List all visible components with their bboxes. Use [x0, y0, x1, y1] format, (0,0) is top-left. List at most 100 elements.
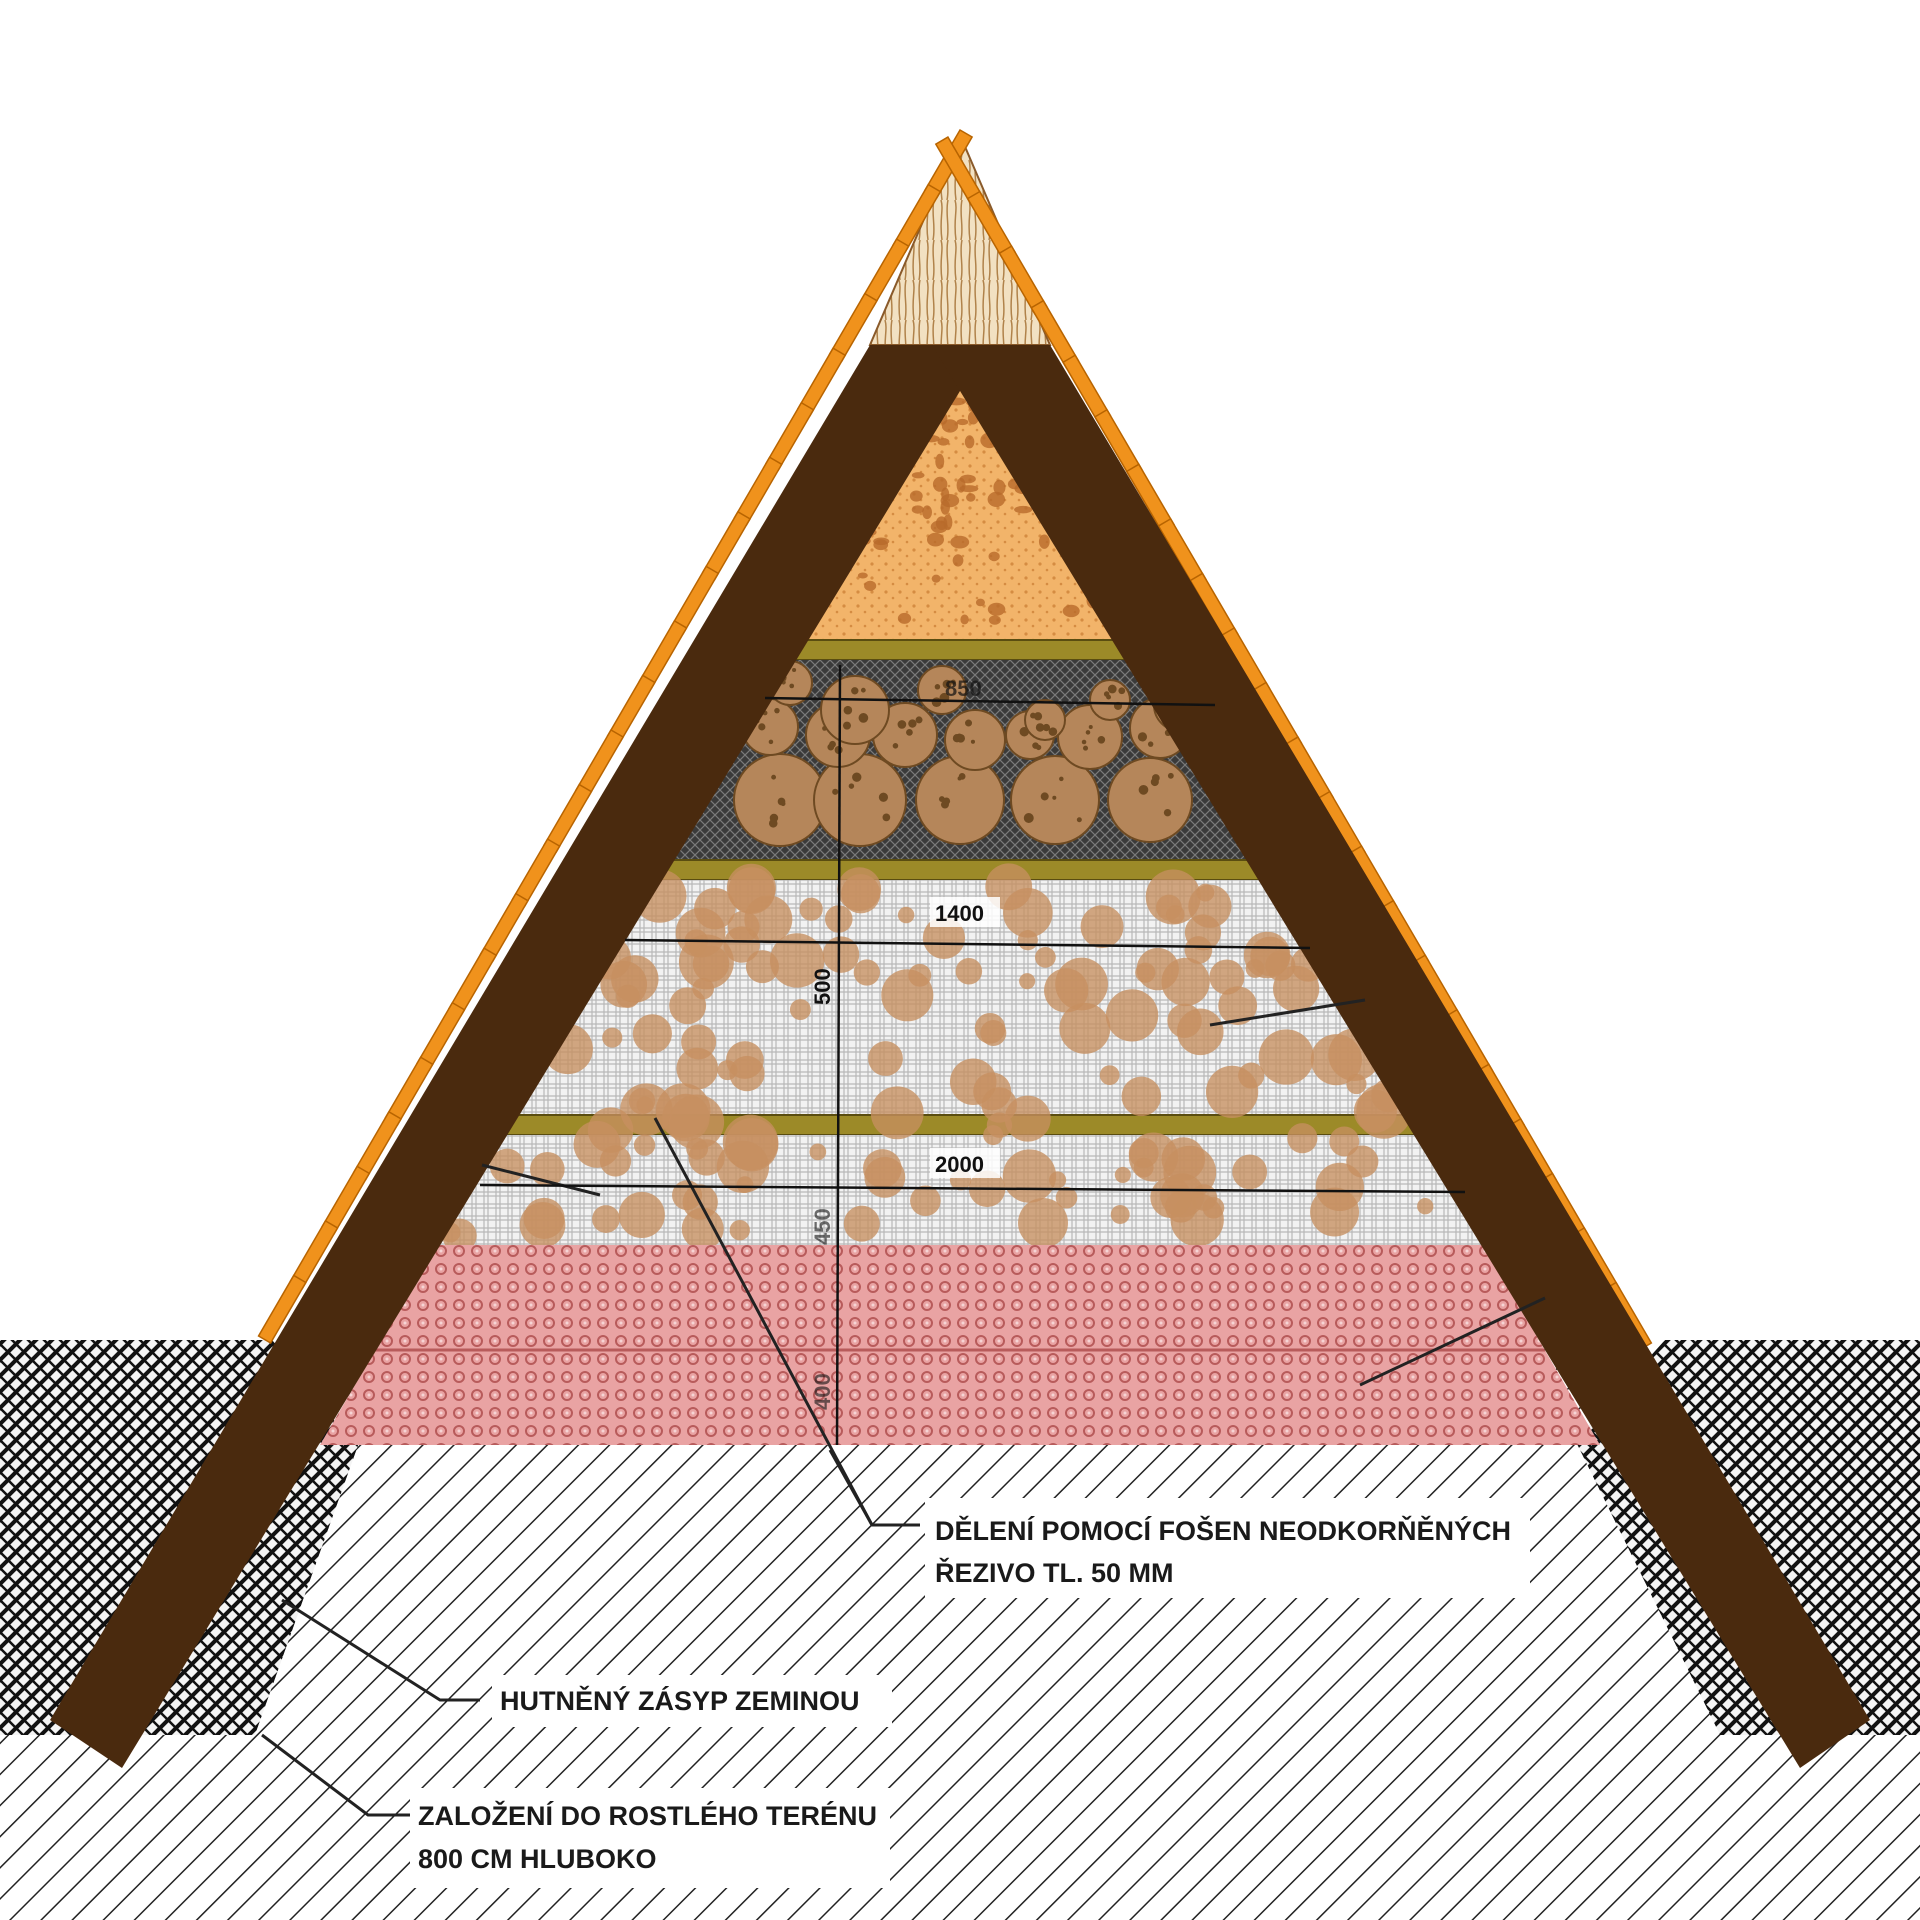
log-hole — [852, 772, 862, 782]
log-hole — [851, 687, 859, 695]
top-fill-blob — [909, 490, 923, 502]
log-hole — [1052, 795, 1057, 800]
top-fill-blob — [950, 535, 970, 549]
pebble — [837, 867, 882, 912]
log-hole — [915, 716, 923, 724]
pebble — [1110, 1205, 1130, 1225]
pebble — [736, 1176, 754, 1194]
pebble — [632, 1014, 672, 1054]
log-hole — [842, 721, 851, 730]
dimension-width-mid: 1400 — [935, 901, 984, 926]
pebble — [1105, 989, 1159, 1042]
pebble — [618, 1191, 665, 1239]
log-hole — [848, 783, 855, 789]
log-hole — [774, 707, 780, 714]
log-hole — [829, 740, 836, 748]
log-hole — [892, 743, 899, 749]
callout-division: DĚLENÍ POMOCÍ FOŠEN NEODKORŇĚNÝCH ŘEZIVO… — [925, 1498, 1530, 1598]
pebble — [799, 897, 823, 921]
top-fill-blob — [864, 580, 877, 591]
callout-foundation-line2: 800 CM HLUBOKO — [418, 1844, 657, 1874]
top-fill-blob — [937, 437, 950, 446]
top-fill-blob — [931, 574, 941, 583]
dimension-width-low: 2000 — [935, 1152, 984, 1177]
log-hole — [908, 719, 917, 728]
pebble — [870, 1086, 924, 1140]
callout-division-line1: DĚLENÍ POMOCÍ FOŠEN NEODKORŇĚNÝCH — [935, 1515, 1511, 1546]
pebble — [1055, 1186, 1078, 1209]
leader-lines — [261, 998, 1546, 1817]
log-hole — [858, 713, 869, 723]
log-hole — [1048, 727, 1058, 736]
top-fill-blob — [987, 602, 1006, 616]
pebble — [986, 1112, 1013, 1138]
top-fill-blob — [987, 491, 1006, 507]
leader-right-brick — [1359, 1296, 1546, 1387]
log-hole — [771, 774, 777, 780]
log-end — [944, 709, 1006, 771]
frame-beam-left — [50, 345, 988, 1768]
pebble — [1205, 1065, 1259, 1118]
top-fill-blob — [922, 505, 933, 520]
pebble — [1121, 1076, 1162, 1117]
pebble — [692, 945, 730, 982]
pebble — [1417, 1198, 1434, 1215]
pebble — [1019, 973, 1036, 990]
pebble — [1150, 1176, 1192, 1219]
pebble — [1136, 947, 1180, 991]
pebble — [868, 1041, 903, 1076]
pebble — [1099, 1065, 1120, 1086]
callout-backfill: HUTNĚNÝ ZÁSYP ZEMINOU — [492, 1675, 892, 1727]
log-hole — [1081, 739, 1087, 745]
log-hole — [1118, 687, 1126, 695]
pebble — [1329, 1126, 1360, 1157]
log-hole — [970, 739, 976, 744]
log-hole — [1076, 817, 1082, 823]
log-hole — [832, 788, 839, 795]
log-hole — [768, 819, 778, 828]
frame-beam-right — [932, 345, 1870, 1768]
pebble — [1044, 968, 1089, 1013]
log-hole — [1023, 813, 1034, 824]
top-fill-blob — [935, 453, 945, 470]
callout-backfill-text: HUTNĚNÝ ZÁSYP ZEMINOU — [500, 1685, 860, 1716]
log-hole — [860, 687, 866, 693]
callout-foundation-bg — [410, 1788, 890, 1888]
log-hole — [843, 705, 853, 715]
leader-right-gravel — [1209, 998, 1366, 1027]
callout-foundation-line1: ZALOŽENÍ DO ROSTLÉHO TERÉNU — [418, 1800, 877, 1831]
log-hole — [940, 800, 949, 809]
log-end — [1010, 755, 1100, 845]
top-fill-blob — [960, 614, 969, 625]
pebble — [1059, 1002, 1111, 1054]
dim-line-2000 — [479, 1183, 1466, 1194]
pebble — [681, 1207, 724, 1250]
pebble — [1218, 986, 1258, 1026]
log-hole — [1042, 723, 1051, 732]
pebble — [1232, 1154, 1268, 1190]
top-fill-blob — [956, 418, 969, 426]
pebble — [676, 1047, 719, 1090]
top-fill-blob — [926, 532, 944, 547]
pebble — [599, 1145, 632, 1177]
leader-division-2 — [828, 1449, 874, 1526]
pebble — [1258, 1029, 1314, 1085]
pebble — [1346, 1073, 1367, 1095]
gravel-pebbles — [440, 863, 1434, 1253]
top-fill-blob — [932, 476, 948, 492]
log-hole — [1103, 691, 1110, 697]
dim-line-850 — [764, 696, 1216, 707]
log-hole — [792, 667, 797, 673]
top-fill-blob — [993, 479, 1006, 496]
pebble — [769, 933, 825, 988]
pebble — [864, 1156, 906, 1198]
brick-layer-lower — [320, 1350, 1600, 1445]
log-hole — [789, 683, 795, 689]
dimension-width-top: 850 — [945, 676, 982, 701]
dimension-height-base: 400 — [810, 1373, 835, 1410]
pebble — [633, 1134, 656, 1156]
top-fill-blob — [966, 493, 976, 502]
pebble — [1315, 1162, 1364, 1212]
pebble — [955, 958, 983, 985]
pebble — [809, 1143, 827, 1161]
